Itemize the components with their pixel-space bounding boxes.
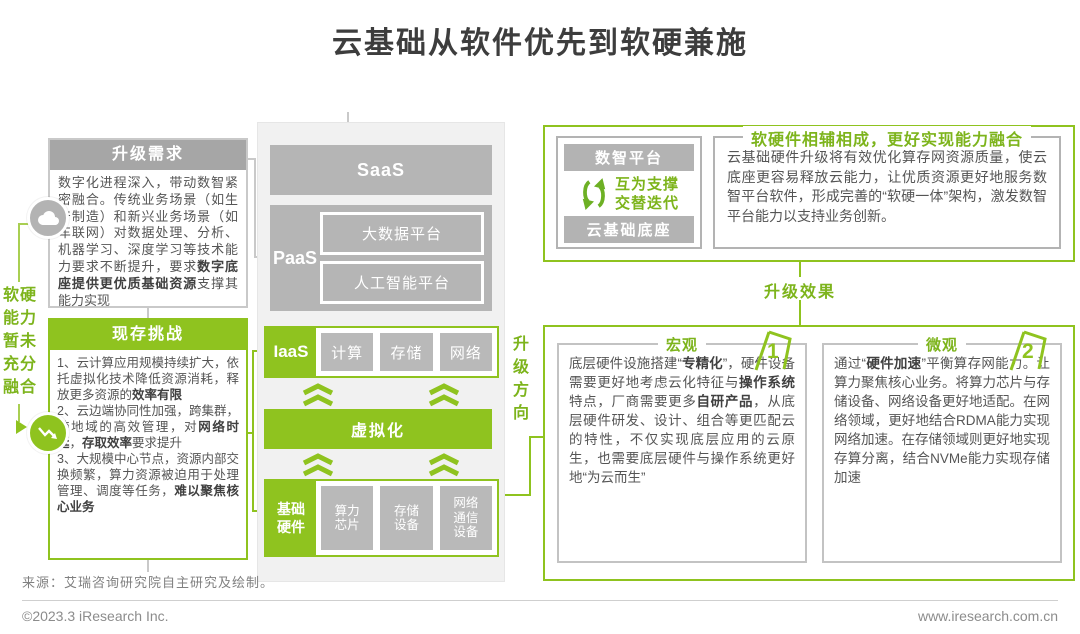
hardware-item-chip: 算力 芯片 xyxy=(321,486,374,550)
direction-connector xyxy=(505,494,531,496)
chevron-up-icon xyxy=(302,453,334,477)
corner-number-mark: 2 xyxy=(1008,328,1048,376)
saas-layer: SaaS xyxy=(270,145,492,195)
connector-bracket xyxy=(248,432,253,434)
connector-elbow xyxy=(254,158,256,258)
hardware-item-network: 网络 通信 设备 xyxy=(439,486,492,550)
direction-connector xyxy=(529,436,531,496)
fusion-box: 数智平台 互为支撑 交替迭代 云基础底座 软硬件相辅相成，更好实现能力融合 云基… xyxy=(543,125,1075,262)
footer-url: www.iresearch.com.cn xyxy=(917,608,1058,624)
cycle-arrows-icon xyxy=(582,177,606,210)
iaas-label: IaaS xyxy=(266,328,316,376)
chart-badge xyxy=(27,412,69,454)
rail-label-fusion-gap: 软硬 能力 暂未 充分 融合 xyxy=(1,284,39,399)
micro-legend: 微观 xyxy=(917,334,967,355)
cloud-icon xyxy=(38,211,59,225)
challenges-text: 1、云计算应用规模持续扩大，依托虚拟化技术降低资源消耗，释放更多资源的效率有限 … xyxy=(57,356,239,514)
platform-top-bar: 数智平台 xyxy=(564,144,694,171)
hardware-label: 基础 硬件 xyxy=(266,481,316,555)
virtualization-layer: 虚拟化 xyxy=(264,409,492,449)
hardware-layer: 基础 硬件 算力 芯片 存储 设备 网络 通信 设备 xyxy=(264,479,499,557)
paas-label: PaaS xyxy=(272,247,318,268)
upgrade-demand-title: 升级需求 xyxy=(50,140,246,170)
direction-connector xyxy=(529,436,543,438)
cloud-badge xyxy=(27,197,69,239)
connector-tick xyxy=(147,308,149,318)
rail-label-line: 充分 xyxy=(2,356,37,373)
macro-card: 宏观 1 底层硬件设施搭建“专精化”，硬件设备需要更好地考虑云化特征与操作系统特… xyxy=(557,330,807,563)
micro-card: 微观 2 通过“硬件加速”平衡算存网能力。让算力聚焦核心业务。将算力芯片与存储设… xyxy=(822,330,1062,563)
fold-mark-icon xyxy=(754,330,792,371)
iaas-layer: IaaS 计算 存储 网络 xyxy=(264,326,499,378)
platform-bottom-bar: 云基础底座 xyxy=(564,216,694,243)
corner-number-mark: 1 xyxy=(753,328,793,376)
upgrade-demand-text: 数字化进程深入，带动数智紧密融合。传统业务场景（如生产制造）和新兴业务场景（如车… xyxy=(58,175,238,308)
cycle-text: 互为支撑 交替迭代 xyxy=(615,175,679,213)
connector-bracket xyxy=(252,350,254,512)
rail-line-bottom xyxy=(18,404,20,422)
chevron-up-icon xyxy=(428,453,460,477)
connector-bracket xyxy=(253,510,259,512)
iaas-item-compute: 计算 xyxy=(321,333,374,371)
connector-elbow xyxy=(254,256,259,258)
macro-legend: 宏观 xyxy=(657,334,707,355)
cycle-text-line: 交替迭代 xyxy=(614,194,679,212)
fold-mark-icon xyxy=(1009,330,1047,371)
fusion-cycle-card: 数智平台 互为支撑 交替迭代 云基础底座 xyxy=(556,136,702,249)
fusion-title: 软硬件相辅相成，更好实现能力融合 xyxy=(742,126,1032,150)
cycle-text-line: 互为支撑 xyxy=(614,175,679,193)
cloud-stack-panel: SaaS PaaS 大数据平台 人工智能平台 IaaS 计算 存储 网络 虚拟化 xyxy=(257,122,505,582)
rail-stub-cloud xyxy=(18,223,30,225)
micro-text: 通过“硬件加速”平衡算存网能力。让算力聚焦核心业务。将算力芯片与存储设备、网络设… xyxy=(834,356,1050,485)
chart-decline-icon xyxy=(38,427,57,439)
paas-layer: PaaS 大数据平台 人工智能平台 xyxy=(270,205,492,311)
connector-elbow xyxy=(248,158,256,160)
fusion-text-card: 软硬件相辅相成，更好实现能力融合 云基础硬件升级将有效优化算存网资源质量，使云底… xyxy=(713,126,1061,249)
fusion-text: 云基础硬件升级将有效优化算存网资源质量，使云底座更容易释放云能力，让优质资源更好… xyxy=(727,149,1047,224)
paas-item-bigdata: 大数据平台 xyxy=(320,212,484,255)
connector-tick xyxy=(147,560,149,572)
connector-bracket xyxy=(253,350,259,352)
rail-arrow-icon xyxy=(16,420,27,434)
paas-item-ai: 人工智能平台 xyxy=(320,261,484,304)
upgrade-effect-box: 宏观 1 底层硬件设施搭建“专精化”，硬件设备需要更好地考虑云化特征与操作系统特… xyxy=(543,325,1075,581)
micro-number: 2 xyxy=(1022,340,1034,363)
rail-label-line: 融合 xyxy=(2,379,37,396)
macro-number: 1 xyxy=(767,340,779,363)
challenges-title: 现存挑战 xyxy=(50,320,246,350)
rail-label-line: 能力 xyxy=(2,310,37,327)
upgrade-effect-label: 升级效果 xyxy=(763,284,836,301)
challenges-box: 现存挑战 1、云计算应用规模持续扩大，依托虚拟化技术降低资源消耗，释放更多资源的… xyxy=(48,318,248,560)
source-note: 来源：艾瑞咨询研究院自主研究及绘制。 xyxy=(22,575,275,590)
upgrade-direction-label: 升 级 方 向 xyxy=(512,336,529,422)
footer-divider xyxy=(22,600,1058,601)
connector-tick xyxy=(347,112,349,122)
page-title: 云基础从软件优先到软硬兼施 xyxy=(332,27,748,60)
rail-label-line: 暂未 xyxy=(2,333,37,350)
iaas-item-storage: 存储 xyxy=(380,333,433,371)
iaas-item-network: 网络 xyxy=(439,333,492,371)
upgrade-demand-box: 升级需求 数字化进程深入，带动数智紧密融合。传统业务场景（如生产制造）和新兴业务… xyxy=(48,138,248,308)
effect-connector xyxy=(799,300,801,325)
effect-connector xyxy=(799,262,801,277)
chevron-up-icon xyxy=(302,383,334,407)
hardware-item-storage: 存储 设备 xyxy=(380,486,433,550)
rail-label-line: 软硬 xyxy=(2,287,37,304)
chevron-up-icon xyxy=(428,383,460,407)
footer-copyright: ©2023.3 iResearch Inc. xyxy=(22,608,169,624)
rail-line-top xyxy=(18,224,20,282)
